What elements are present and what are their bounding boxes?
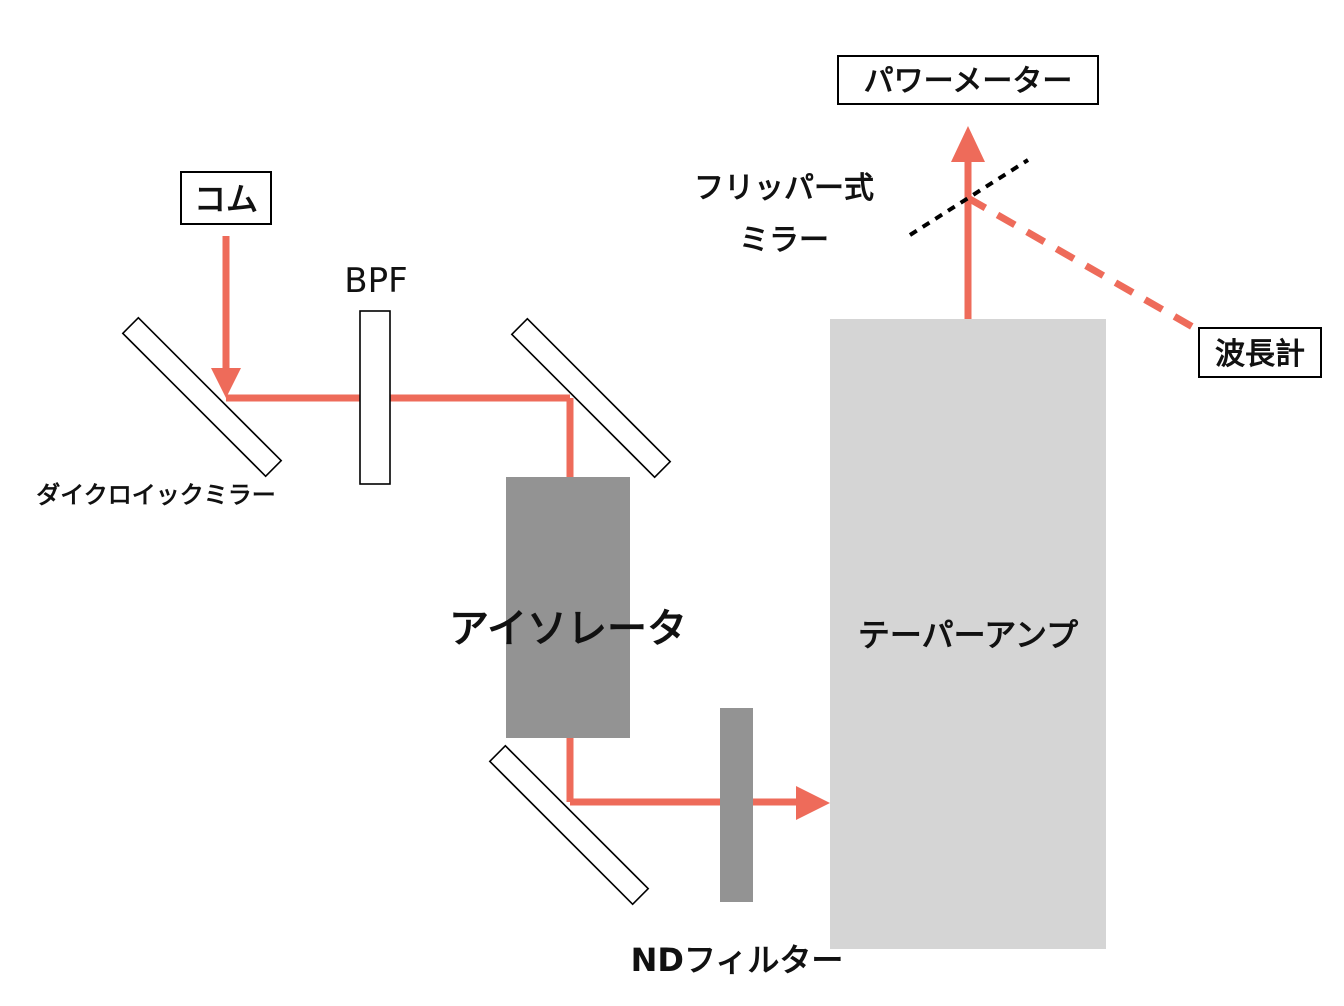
- wavemeter-label: 波長計: [1215, 337, 1305, 372]
- dichroic-mirror-label: ダイクロイックミラー: [36, 481, 276, 509]
- nd-filter-label: NDフィルター: [631, 941, 844, 979]
- dichroic-mirror: [121, 316, 283, 478]
- power-meter-label: パワーメーター: [864, 64, 1073, 99]
- power-meter-label-frame: [837, 55, 1099, 105]
- flipper-mirror-label-line1: フリッパー式: [694, 171, 874, 206]
- comb-label: コム: [194, 180, 258, 218]
- wavemeter-label-frame: [1198, 327, 1322, 378]
- bpf-label: BPF: [344, 261, 407, 301]
- comb-label-frame: [180, 171, 272, 225]
- bpf-filter: [359, 310, 391, 485]
- beam-arrowhead-right: [796, 786, 830, 820]
- beam-arrowhead-up: [951, 126, 985, 162]
- isolator-label: アイソレータ: [449, 606, 687, 652]
- mirror-bottom: [488, 744, 650, 906]
- tapered-amp-label: テーパーアンプ: [858, 616, 1079, 654]
- flipper-mirror-label-line2: ミラー: [739, 223, 829, 258]
- mirror-top-right: [510, 317, 672, 479]
- nd-filter: [720, 708, 753, 902]
- tapered-amplifier-box: [830, 319, 1106, 949]
- isolator-box: [506, 477, 630, 738]
- beam-to-wavemeter: [966, 194, 1200, 334]
- beam-arrowhead-down: [211, 368, 241, 398]
